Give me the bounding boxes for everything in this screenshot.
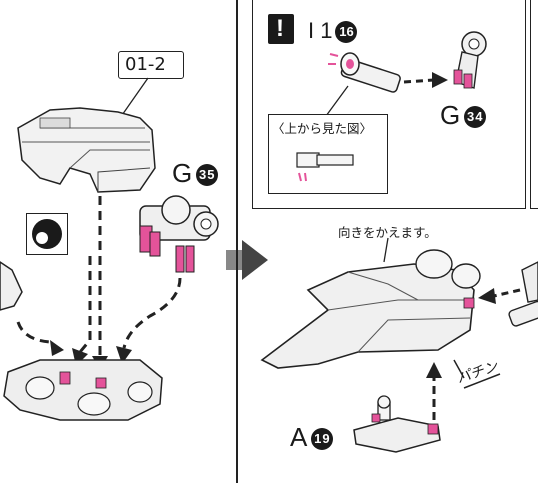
part-g34-number: 34	[464, 106, 487, 129]
part-g35-number: 35	[196, 164, 219, 187]
click-sound-lines	[453, 359, 501, 389]
part-ref-leader	[119, 77, 149, 119]
part-ref-label: 01-2	[125, 54, 166, 75]
warning-exclamation-icon: !	[268, 14, 294, 44]
part-a19-number: 19	[311, 428, 334, 451]
top-view-box: 〈上から見た図〉	[268, 114, 388, 194]
insert-arrow	[426, 362, 442, 420]
grip-circle-icon	[26, 213, 68, 255]
part-ref-box: 01-2	[118, 51, 184, 79]
side-piece-illustration	[0, 261, 23, 311]
adjacent-panel-edge	[530, 0, 538, 209]
part-a19-illustration	[353, 395, 441, 453]
ship-body-illustration	[260, 249, 481, 369]
chassis-base-illustration	[3, 359, 163, 421]
armor-piece-illustration	[17, 107, 156, 193]
part-g35-illustration	[139, 195, 219, 273]
turn-instruction: 向きをかえます。	[338, 225, 437, 240]
panel-divider	[236, 0, 238, 483]
arm-part-illustration	[478, 261, 538, 327]
top-view-label: 〈上から見た図〉	[272, 121, 373, 136]
part-g34-illustration	[453, 31, 487, 89]
step-arrow-icon	[226, 238, 270, 282]
top-view-pin-illustration	[296, 152, 354, 182]
turn-leader	[383, 237, 389, 263]
caution-part-number: 16	[335, 21, 358, 44]
pin-part-illustration	[325, 52, 448, 117]
